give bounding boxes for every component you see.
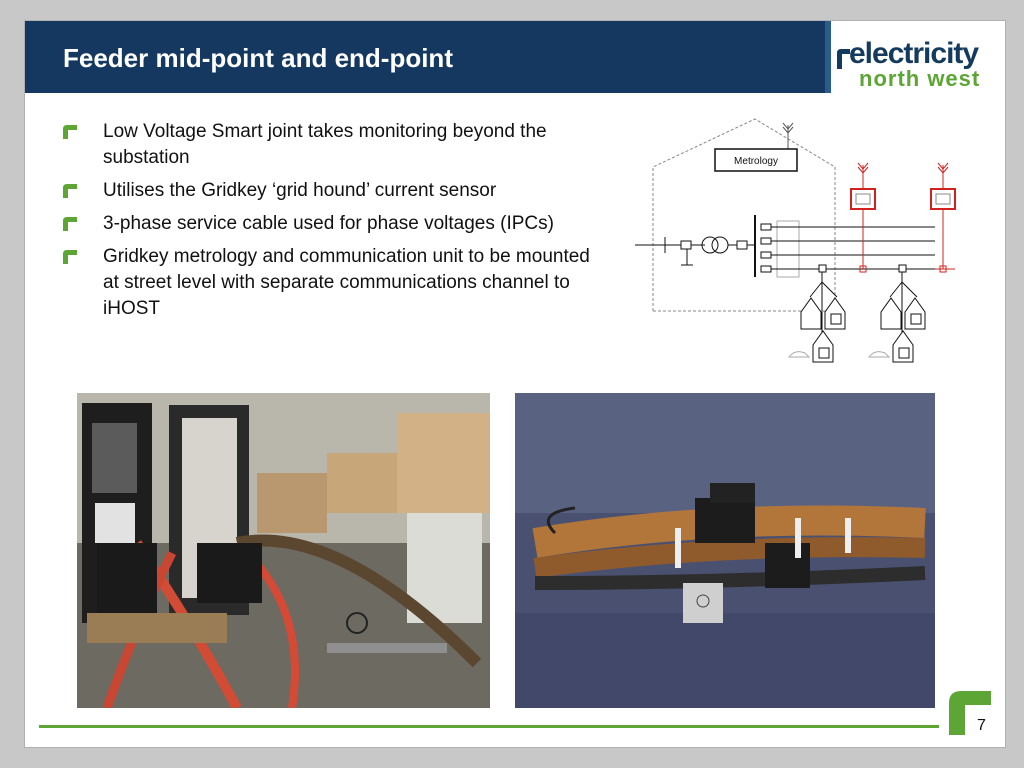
footer-corner-icon bbox=[949, 691, 991, 735]
bullet-item: 3-phase service cable used for phase vol… bbox=[63, 211, 608, 237]
logo-mark-icon bbox=[837, 49, 850, 69]
bullet-item: Gridkey metrology and communication unit… bbox=[63, 244, 608, 322]
substation-outline bbox=[652, 118, 836, 311]
bullet-list: Low Voltage Smart joint takes monitoring… bbox=[63, 119, 608, 329]
feeder-network-diagram: Metrology bbox=[635, 118, 956, 363]
bullet-corner-icon bbox=[63, 250, 77, 264]
footer-divider bbox=[39, 725, 939, 728]
page-number: 7 bbox=[977, 717, 986, 734]
slide-title: Feeder mid-point and end-point bbox=[63, 43, 453, 73]
bullet-text: Utilises the Gridkey ‘grid hound’ curren… bbox=[103, 180, 497, 201]
end-point-monitor bbox=[930, 188, 956, 210]
bullet-item: Utilises the Gridkey ‘grid hound’ curren… bbox=[63, 178, 608, 204]
bullet-corner-icon bbox=[63, 184, 77, 198]
bullet-text: 3-phase service cable used for phase vol… bbox=[103, 213, 554, 234]
metrology-label: Metrology bbox=[734, 156, 778, 167]
photo-lab-image bbox=[77, 393, 490, 708]
metrology-box bbox=[714, 148, 798, 172]
photo-smart-joint-lab-setup bbox=[77, 393, 490, 708]
house-icon bbox=[800, 297, 822, 330]
logo-word-north-west: north west bbox=[859, 66, 981, 91]
bullet-text: Low Voltage Smart joint takes monitoring… bbox=[103, 121, 547, 168]
company-logo: electricity north west bbox=[835, 37, 1000, 91]
house-icon bbox=[880, 297, 902, 330]
mid-point-monitor bbox=[850, 188, 876, 210]
photo-grid-hound-sensor bbox=[515, 393, 935, 708]
bullet-corner-icon bbox=[63, 125, 77, 139]
title-bar: Feeder mid-point and end-point bbox=[25, 21, 831, 93]
photo-sensor-image bbox=[515, 393, 935, 708]
slide: Feeder mid-point and end-point electrici… bbox=[24, 20, 1006, 748]
bullet-item: Low Voltage Smart joint takes monitoring… bbox=[63, 119, 608, 171]
bullet-corner-icon bbox=[63, 217, 77, 231]
bullet-text: Gridkey metrology and communication unit… bbox=[103, 246, 590, 319]
logo-word-electricity: electricity bbox=[849, 37, 979, 70]
